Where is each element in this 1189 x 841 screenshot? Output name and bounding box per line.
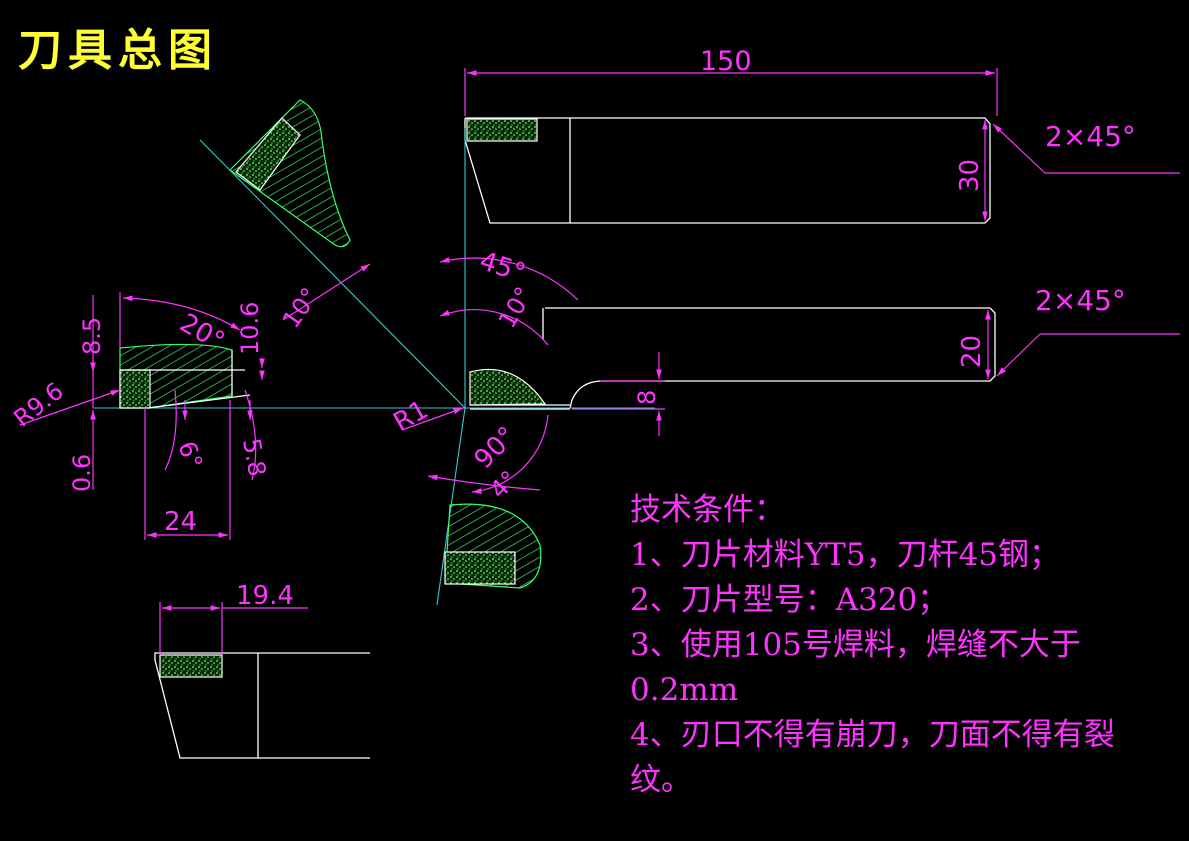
- notes-line-4: 4、刃口不得有崩刀，刀面不得有裂: [630, 717, 1115, 753]
- rotated-insert-view: [229, 99, 351, 248]
- notes-line-4b: 纹。: [630, 762, 692, 798]
- angle-10-right-arc: [439, 309, 549, 346]
- notes-line-2: 2、刀片型号：A320；: [630, 582, 949, 618]
- chamfer-label-mid: 2×45°: [1035, 284, 1126, 317]
- angle-10-left-arc: [282, 263, 371, 321]
- dimension-150: [464, 68, 998, 116]
- dimension-150-label: 150: [700, 46, 752, 77]
- left-section-view: [119, 343, 251, 409]
- angle-6-label: 6°: [172, 437, 208, 472]
- radius-r1-label: R1: [389, 395, 434, 438]
- dimension-8-label: 8: [633, 390, 661, 405]
- angle-10-right-label: 10°: [493, 282, 539, 333]
- notes-line-3: 3、使用105号焊料，焊缝不大于: [630, 627, 1081, 663]
- tool-body-view: [470, 307, 996, 410]
- dimension-20-label: 20: [957, 335, 987, 368]
- chamfer-label-top: 2×45°: [1045, 120, 1136, 153]
- radius-r9-6-label: R9.6: [8, 377, 68, 433]
- radius-r1-leader: [401, 407, 464, 431]
- angle-90-arc: [471, 414, 549, 494]
- dim-10-6-label: 10.6: [236, 302, 264, 355]
- tool-side-view: [464, 117, 991, 224]
- angle-4-leader: [427, 474, 541, 491]
- dim-24-label: 24: [164, 507, 197, 537]
- technical-notes: 技术条件： 1、刀片材料YT5，刀杆45钢； 2、刀片型号：A320； 3、使用…: [630, 488, 1185, 803]
- left-dimensions: [19, 292, 265, 540]
- dim-19-4-label: 19.4: [236, 581, 294, 611]
- dim-0-6-label: 0.6: [68, 454, 96, 492]
- bottom-left-view: [154, 652, 370, 759]
- dim-8-5-label: 8.5: [78, 317, 106, 355]
- lower-insert-view: [444, 503, 542, 589]
- carbide-insert-top: [466, 118, 538, 142]
- dimension-8: [572, 352, 665, 436]
- notes-line-1: 1、刀片材料YT5，刀杆45钢；: [630, 537, 1061, 573]
- dimension-19-4: [159, 602, 308, 653]
- notes-heading: 技术条件：: [630, 492, 785, 528]
- angle-45-label: 45°: [476, 246, 529, 289]
- carbide-insert-bottom: [159, 654, 223, 678]
- angle-45-arc: [439, 257, 579, 301]
- notes-line-3b: 0.2mm: [630, 672, 739, 708]
- angle-5-8-label: 5.8: [237, 436, 271, 478]
- angle-90-label: 90°: [469, 421, 523, 475]
- chamfer-leader-mid: [996, 333, 1180, 377]
- angle-10-left-label: 10°: [277, 283, 324, 334]
- drawing-title: 刀具总图: [18, 25, 218, 76]
- chamfer-leader-top: [992, 123, 1180, 174]
- carbide-insert-mid: [469, 368, 547, 406]
- dimension-30-label: 30: [955, 159, 985, 192]
